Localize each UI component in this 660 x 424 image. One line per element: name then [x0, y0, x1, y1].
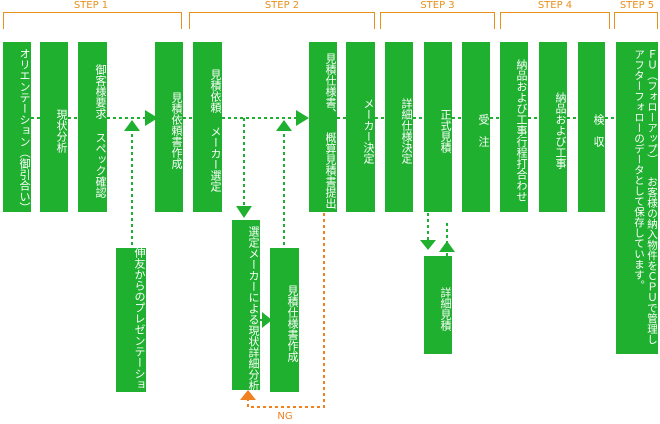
ng-arrowhead	[240, 390, 256, 400]
step-2-label: STEP 2	[264, 0, 300, 11]
ng-loop	[247, 213, 325, 408]
arrowhead-to-spec	[262, 312, 272, 328]
ng-label: NG	[277, 411, 293, 422]
step-4-label: STEP 4	[537, 0, 573, 11]
arrowhead-to-teishutsu	[296, 110, 309, 126]
box-kenshu: 検 収	[578, 42, 605, 212]
box-nohin-uchiawase: 納品および工事行程打合わせ	[500, 42, 528, 212]
arrowhead-down-analysis	[236, 206, 252, 218]
box-orientation: オリエンテーション（御引合い）	[3, 42, 31, 213]
box-mitsumori-iraisho: 見積依頼書作成	[155, 42, 183, 212]
step-4-bracket	[500, 12, 610, 29]
step-1-bracket	[3, 12, 182, 29]
arrowhead-up-spec	[276, 120, 292, 131]
box-shosai-shiyo: 詳細仕様決定	[385, 42, 413, 212]
box-mitsumori-irai: 見積依頼 メーカー選定	[193, 42, 222, 212]
step-3-label: STEP 3	[420, 0, 455, 11]
box-customer-requirements: 御客様要求 スペック確認	[78, 42, 107, 212]
box-nakama-presentation: 伸友からのプレゼンテーション	[116, 247, 146, 401]
step-3-bracket	[380, 12, 495, 29]
step-5-label: STEP 5	[619, 0, 655, 11]
box-genjo-bunseki: 現状分析	[40, 42, 68, 212]
box-maker-kettei: メーカー決定	[346, 42, 375, 212]
box-seishiki-mitsumori: 正式見積	[424, 42, 452, 212]
arrowhead-to-iraisho	[145, 110, 158, 126]
step-2-bracket	[189, 12, 375, 29]
box-mitsumori-shiyosho: 見積仕様書作成	[270, 248, 299, 392]
box-shosai-mitsumori: 詳細見積	[424, 256, 452, 354]
arrowhead-up-detail	[439, 241, 455, 252]
arrowhead-up-presentation	[124, 120, 140, 131]
box-nohin-koji: 納品および工事	[539, 42, 567, 212]
step-1-label: STEP 1	[73, 0, 109, 11]
box-fu-after: ＦＵ（フォローアップ） お客様の納入物件をＣＰＵで管理し アフターフォローのデー…	[616, 42, 658, 354]
arrowhead-down-detail	[420, 240, 436, 250]
box-juchu: 受 注	[462, 42, 490, 212]
box-selected-maker-analysis: 選定メーカーによる現状詳細分析	[232, 220, 260, 391]
box-shiyosho-teishutsu: 見積仕様書、 概算見積書提出	[309, 42, 337, 212]
step-5-bracket	[614, 12, 658, 29]
